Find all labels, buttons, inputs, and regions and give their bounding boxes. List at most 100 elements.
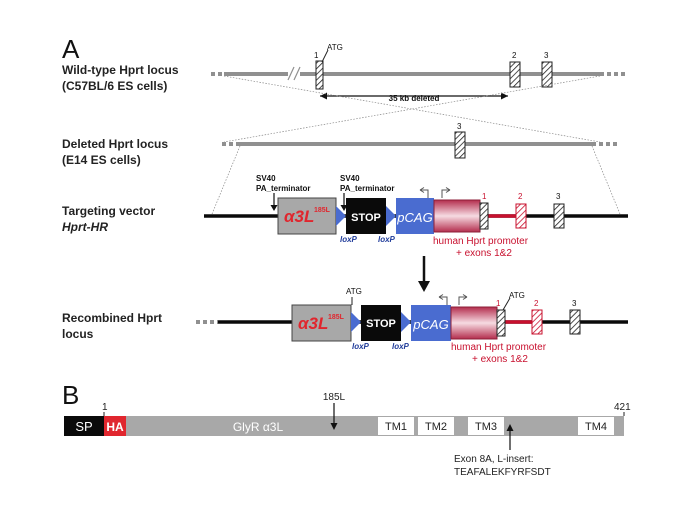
tv-exon-2	[515, 203, 527, 229]
rec-alpha3l-cassette: α3L 185L	[291, 304, 352, 342]
protein-insert-label-2: TEAFALEKFYRFSDT	[454, 467, 551, 478]
protein-tm4-box	[578, 417, 614, 435]
protein-main-label: GlyR α3L	[233, 420, 284, 434]
wt-atg-tick	[321, 49, 329, 63]
rec-alpha-label: α3L	[298, 314, 328, 333]
recombination-arrow	[418, 256, 430, 292]
tv-sv40-2: SV40 PA_terminator	[340, 174, 395, 211]
row-label-tv-2: Hprt-HR	[62, 220, 108, 234]
tv-exon-1	[479, 202, 489, 230]
row-label-del-1: Deleted Hprt locus	[62, 137, 168, 151]
protein-insert-label-1: Exon 8A, L-insert:	[454, 454, 533, 465]
row-label-rec-2: locus	[62, 327, 94, 341]
svg-text:pCAG: pCAG	[396, 210, 432, 225]
protein-bar: SP HA GlyR α3L TM1 TM2 TM3 TM4	[64, 416, 624, 436]
tv-loxp-1	[336, 206, 346, 226]
panel-label-a: A	[62, 34, 80, 64]
rec-loxp-label-2: loxP	[392, 342, 410, 351]
rec-promoter-label-1: human Hprt promoter	[451, 342, 547, 353]
rec-loxp-label-1: loxP	[352, 342, 370, 351]
rec-exon-3-num: 3	[572, 299, 577, 308]
rec-atg-2: ATG	[509, 291, 525, 300]
protein-ha-label: HA	[106, 420, 124, 434]
rec-promoter-label-2: + exons 1&2	[472, 354, 528, 365]
tv-promoter-label-1: human Hprt promoter	[433, 236, 529, 247]
wt-exon-2-num: 2	[512, 51, 517, 60]
crossover-lines-2	[211, 145, 621, 215]
rec-loxp-2	[401, 312, 411, 332]
row-label-rec-1: Recombined Hprt	[62, 311, 162, 325]
protein-pos-start: 1	[102, 402, 108, 413]
wt-locus-line	[211, 66, 628, 81]
svg-text:SV40: SV40	[256, 174, 276, 183]
tv-loxp-label-1: loxP	[340, 235, 358, 244]
rec-human-promoter	[450, 306, 498, 340]
rec-stop-cassette: STOP	[361, 305, 401, 341]
tv-alpha-label: α3L	[284, 207, 314, 226]
row-label-wt-2: (C57BL/6 ES cells)	[62, 79, 167, 93]
tv-alpha3l-cassette: α3L 185L	[277, 197, 337, 235]
svg-text:STOP: STOP	[366, 318, 396, 330]
protein-mut-label: 185L	[323, 392, 346, 403]
protein-sp-block	[64, 416, 104, 436]
svg-text:PA_terminator: PA_terminator	[340, 184, 395, 193]
del-exon-3	[454, 131, 466, 159]
rec-alpha-sup: 185L	[328, 314, 345, 321]
svg-text:pCAG: pCAG	[412, 317, 448, 332]
wt-exon-3-num: 3	[544, 51, 549, 60]
protein-tm4-label: TM4	[585, 421, 607, 433]
row-label-wt-1: Wild-type Hprt locus	[62, 63, 179, 77]
crossover-lines-1	[223, 75, 601, 143]
protein-tm1-box	[378, 417, 414, 435]
rec-exon-2-num: 2	[534, 299, 539, 308]
wt-exon-1-num: 1	[314, 51, 319, 60]
svg-text:PA_terminator: PA_terminator	[256, 184, 311, 193]
protein-tm3-label: TM3	[475, 421, 497, 433]
svg-text:STOP: STOP	[351, 212, 381, 224]
tv-promoter-label-2: + exons 1&2	[456, 248, 512, 259]
row-label-tv-1: Targeting vector	[62, 204, 155, 218]
tv-exon-2-num: 2	[518, 192, 523, 201]
rec-loxp-1	[351, 312, 361, 332]
wt-exon-1	[315, 60, 324, 90]
tv-exon-1-num: 1	[482, 192, 487, 201]
tv-alpha-sup: 185L	[314, 207, 331, 214]
wt-exon-2	[509, 61, 521, 88]
wt-atg-label: ATG	[327, 43, 343, 52]
tv-promoter-arrows	[419, 187, 451, 198]
wt-exon-3	[541, 61, 553, 88]
rec-promoter-arrows	[438, 294, 468, 305]
protein-sp-label: SP	[75, 419, 92, 434]
tv-exon-3	[553, 203, 565, 229]
tv-human-promoter	[433, 199, 481, 233]
tv-loxp-label-2: loxP	[378, 235, 396, 244]
deletion-label: 35 kb deleted	[389, 94, 440, 103]
rec-exon-1	[496, 309, 506, 337]
tv-pcag-promoter: pCAG	[396, 198, 434, 234]
protein-pos-end: 421	[614, 402, 631, 413]
rec-pcag-promoter: pCAG	[411, 305, 451, 341]
protein-main-block	[126, 416, 624, 436]
rec-exon-2	[531, 309, 543, 335]
protein-ha-block	[104, 416, 126, 436]
rec-atg-2-tick	[502, 297, 511, 311]
row-label-del-2: (E14 ES cells)	[62, 153, 141, 167]
protein-tm2-label: TM2	[425, 421, 447, 433]
protein-tm3-box	[468, 417, 504, 435]
protein-tm2-box	[418, 417, 454, 435]
svg-text:SV40: SV40	[340, 174, 360, 183]
protein-mut-arrow	[330, 403, 338, 430]
tv-sv40-1: SV40 PA_terminator	[256, 174, 311, 211]
del-exon-3-num: 3	[457, 122, 462, 131]
rec-exon-3	[569, 309, 581, 335]
deletion-arrow	[320, 92, 508, 100]
tv-exon-3-num: 3	[556, 192, 561, 201]
tv-loxp-2	[386, 206, 396, 226]
protein-insert-arrow	[506, 424, 514, 450]
panel-label-b: B	[62, 380, 79, 410]
rec-exon-1-num: 1	[496, 299, 501, 308]
tv-stop-cassette: STOP	[346, 198, 386, 234]
rec-atg-1: ATG	[346, 287, 362, 296]
protein-tm1-label: TM1	[385, 421, 407, 433]
